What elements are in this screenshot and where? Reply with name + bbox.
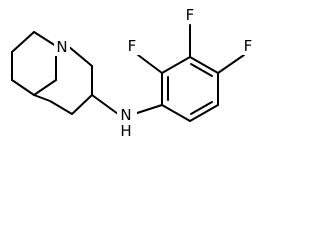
f-left-label: F (128, 37, 137, 55)
nh-label-bg (117, 106, 137, 140)
bond-n1-c2 (33, 31, 57, 47)
n-ring-label: N (56, 38, 67, 56)
bond-ar5-ar6-inner (190, 101, 213, 115)
n-amine-label: N (120, 106, 131, 124)
f-right-label: F (244, 37, 253, 55)
n-ring-label-bg (54, 38, 70, 56)
bond-ar3-ar4 (189, 56, 219, 74)
bond-c4-c5 (11, 79, 35, 96)
atom-labels: N N H F F F (54, 6, 256, 140)
bond-c5-c10 (33, 94, 51, 102)
bond-n1-c8 (67, 45, 93, 67)
bond-c9-c5 (71, 94, 93, 115)
bond-ar5-ar6 (189, 104, 219, 122)
bond-c10-c9b (49, 100, 73, 115)
bond-ar4-f (217, 54, 245, 74)
bond-c9-nh (91, 94, 119, 115)
f-right-label-bg (240, 37, 256, 55)
bond-ar2-f (137, 54, 163, 74)
bond-c2-c3 (11, 31, 35, 53)
bond-ar3-ar4-inner (190, 63, 213, 77)
aryl-ring-bonds (161, 56, 219, 122)
f-left-label-bg (124, 37, 140, 55)
bond-ar2-ar3 (161, 56, 191, 74)
bond-nh-aryl (133, 104, 163, 115)
f-top-label: F (186, 6, 195, 24)
bond-ar6-ar1 (161, 104, 191, 122)
f-top-label-bg (182, 6, 198, 24)
molecule-structure: N N H F F F (11, 6, 256, 140)
bond-c5-c6 (33, 79, 57, 96)
quinuclidine-bonds (11, 31, 93, 115)
h-amine-label: H (120, 122, 131, 140)
